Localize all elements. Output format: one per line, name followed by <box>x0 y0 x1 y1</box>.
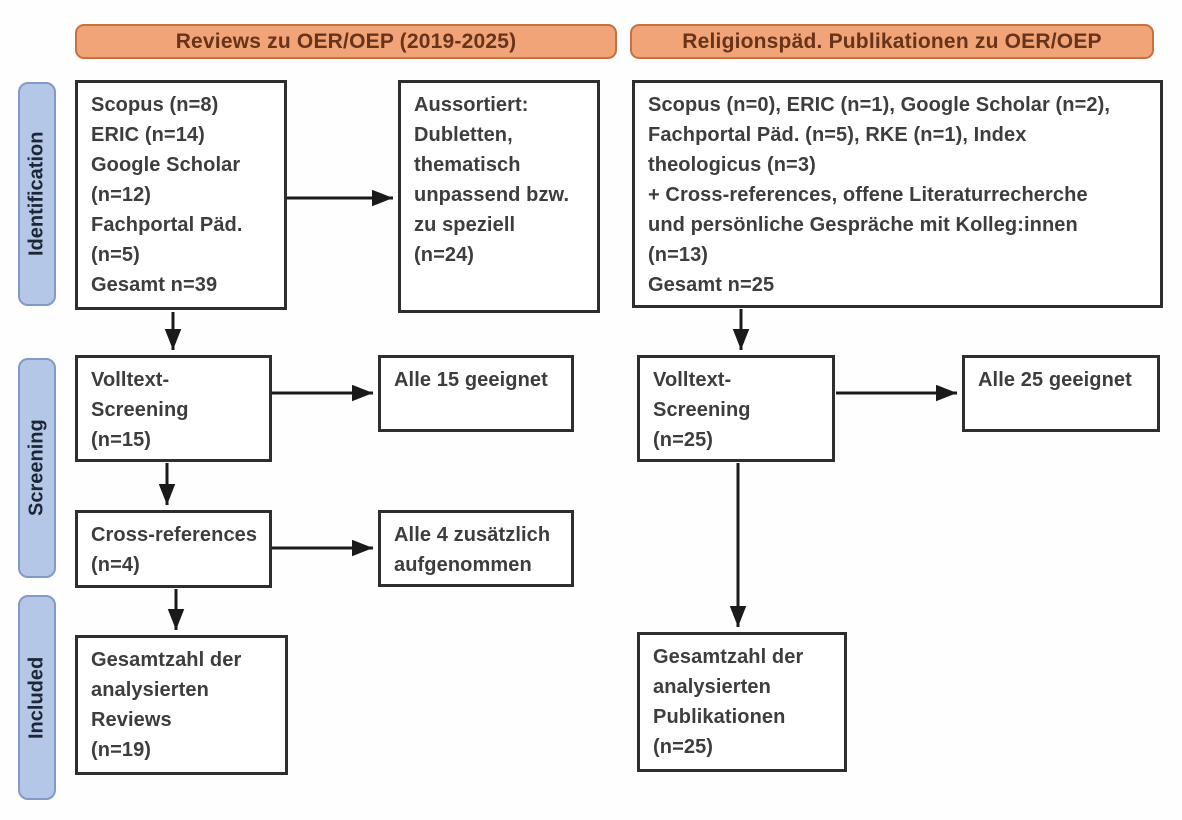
stage-label-screening: Screening <box>18 358 56 578</box>
box-sources-publications: Scopus (n=0), ERIC (n=1), Google Scholar… <box>632 80 1163 308</box>
box-total-reviews: Gesamtzahl der analysierten Reviews (n=1… <box>75 635 288 775</box>
stage-label-included: Included <box>18 595 56 800</box>
box-fulltext-screening-reviews: Volltext- Screening (n=15) <box>75 355 272 462</box>
box-eligible-publications: Alle 25 geeignet <box>962 355 1160 432</box>
box-crossreferences-reviews: Cross-references (n=4) <box>75 510 272 588</box>
column-header-publications: Religionspäd. Publikationen zu OER/OEP <box>630 24 1154 59</box>
box-total-publications: Gesamtzahl der analysierten Publikatione… <box>637 632 847 772</box>
stage-label-identification: Identification <box>18 82 56 306</box>
box-fulltext-screening-publications: Volltext- Screening (n=25) <box>637 355 835 462</box>
column-header-reviews: Reviews zu OER/OEP (2019-2025) <box>75 24 617 59</box>
box-crossreferences-added: Alle 4 zusätzlich aufgenommen <box>378 510 574 587</box>
box-excluded-reviews: Aussortiert: Dubletten, thematisch unpas… <box>398 80 600 313</box>
box-eligible-reviews: Alle 15 geeignet <box>378 355 574 432</box>
box-sources-reviews: Scopus (n=8) ERIC (n=14) Google Scholar … <box>75 80 287 310</box>
